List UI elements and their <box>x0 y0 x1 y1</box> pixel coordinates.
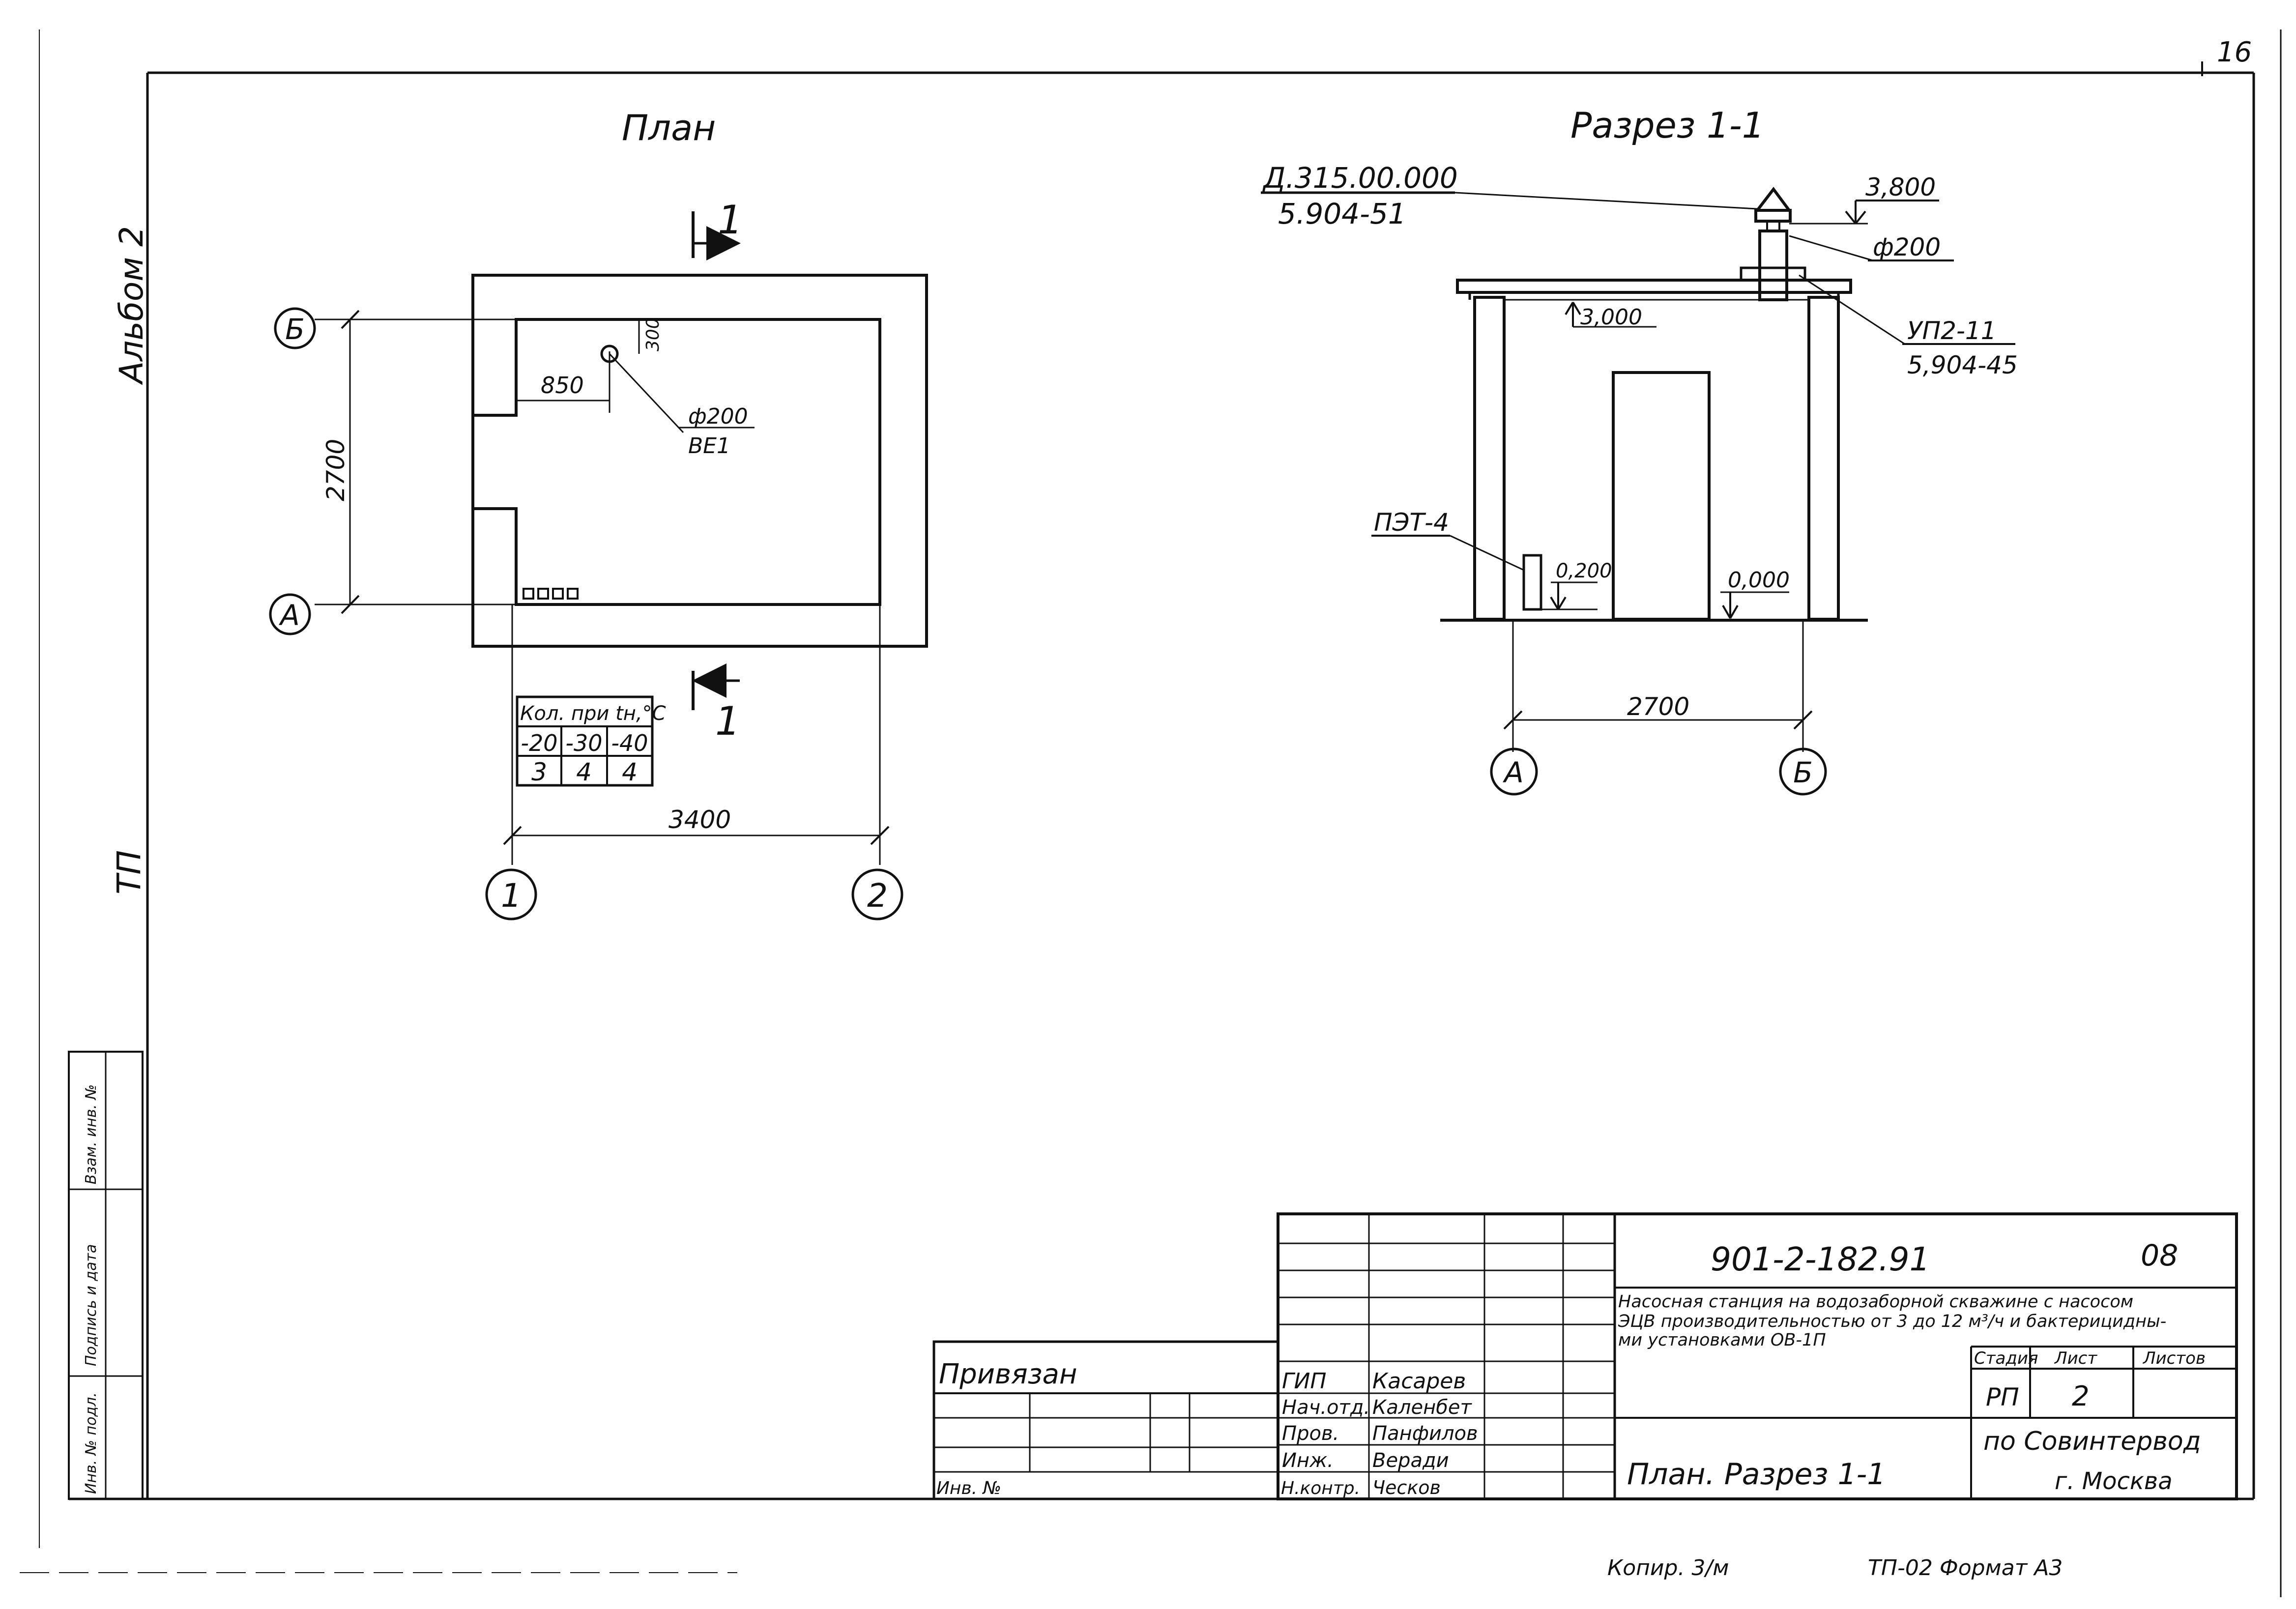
section-axis-b-bubble <box>1779 747 1827 796</box>
section-ref-series: 5.904-51 <box>1278 197 1406 230</box>
title-stage: РП <box>1986 1383 2019 1411</box>
title-doc-number: 901-2-182.91 <box>1711 1240 1930 1278</box>
section-axis-a-label: А <box>1502 756 1524 789</box>
title-name-5: Ческов <box>1372 1477 1441 1498</box>
title-sheet-name: План. Разрез 1-1 <box>1627 1457 1886 1492</box>
title-description-1: Насосная станция на водозаборной скважин… <box>1618 1292 2133 1312</box>
plan-axis-b-label: Б <box>285 313 305 346</box>
sheet-frame <box>20 29 2282 1597</box>
title-name-4: Веради <box>1372 1449 1449 1472</box>
section-heater <box>1522 554 1542 611</box>
heater-table-count-3: 4 <box>622 758 638 786</box>
title-role-nkontr: Н.контр. <box>1281 1478 1360 1498</box>
title-sheets-header: Листов <box>2142 1349 2206 1368</box>
section-building <box>1440 279 1868 622</box>
plan-dim-850: 850 <box>541 372 584 399</box>
title-stage-header: Стадия <box>1974 1349 2038 1368</box>
plan-section-cut-bottom <box>692 663 740 710</box>
side-stamp-replace: Взам. инв. № <box>83 1084 100 1184</box>
title-description-3: ми установками ОВ-1П <box>1618 1330 1826 1350</box>
section-elev-0200: 0,200 <box>1556 560 1612 582</box>
section-heater-leader <box>1450 535 1524 571</box>
title-name-1: Касарев <box>1372 1369 1466 1394</box>
title-inv-no: Инв. № <box>936 1478 1001 1498</box>
section-unit-series: 5,904-45 <box>1907 351 2018 379</box>
heater-table-temp-2: -30 <box>565 730 602 756</box>
section-elev-3000-mark <box>1565 301 1657 328</box>
plan-axis-lines <box>315 318 881 865</box>
heater-table-temp-3: -40 <box>611 730 648 756</box>
title-sheet-no: 2 <box>2072 1380 2090 1412</box>
section-dia-vent: ф200 <box>1873 233 1941 261</box>
bottom-copy-note: Копир. 3/м <box>1607 1555 1729 1580</box>
plan-axis-a-bubble <box>269 593 311 635</box>
section-unit-code: УП2-11 <box>1907 316 1997 345</box>
plan-pipe-dia: ф200 <box>688 404 748 429</box>
plan-axis-1-bubble <box>485 868 537 920</box>
plan-axis-2-bubble <box>851 868 903 920</box>
plan-axis-b-bubble <box>274 307 316 349</box>
section-unit-leader <box>1799 274 1905 345</box>
side-stamp <box>68 1051 144 1500</box>
corner-sheet-number: 16 <box>2217 36 2252 68</box>
title-description-2: ЭЦВ производительностью от 3 до 12 м³/ч … <box>1618 1312 2166 1331</box>
plan-pipe-leader <box>609 353 684 433</box>
title-city: г. Москва <box>2055 1467 2173 1495</box>
plan-pipe-circle <box>600 345 619 363</box>
plan-title: План <box>622 107 716 148</box>
title-role-prov: Пров. <box>1282 1422 1339 1445</box>
title-role-nach: Нач.отд. <box>1282 1396 1370 1419</box>
section-vent-pipe <box>1740 187 1806 301</box>
section-elev-0200-mark <box>1541 581 1598 610</box>
title-doc-suffix: 08 <box>2141 1238 2178 1273</box>
plan-walls <box>471 274 928 648</box>
title-name-2: Каленбет <box>1372 1396 1473 1419</box>
section-axis-a-bubble <box>1490 747 1538 796</box>
plan-dim-2700-line <box>341 310 360 614</box>
title-block-grid <box>932 1212 2238 1500</box>
title-sheet-header: Лист <box>2054 1349 2097 1368</box>
plan-dim-3400: 3400 <box>668 805 731 834</box>
side-stamp-inv: Инв. № подл. <box>83 1392 100 1494</box>
section-axis-lines <box>1503 620 1813 752</box>
title-privyazan: Привязан <box>939 1358 1077 1390</box>
section-dia-leader <box>1789 235 1873 261</box>
heater-table-count-1: 3 <box>531 758 547 786</box>
plan-section-mark-top: 1 <box>718 197 743 243</box>
plan-section-cut-top <box>692 211 741 260</box>
plan-axis-a-label: А <box>278 599 300 632</box>
plan-axis-2-label: 2 <box>867 877 888 915</box>
plan-axis-1-label: 1 <box>501 877 522 915</box>
plan-dim-3400-line <box>503 826 890 845</box>
title-name-3: Панфилов <box>1372 1422 1478 1445</box>
album-label: Альбом 2 <box>113 226 150 385</box>
section-heater-code: ПЭТ-4 <box>1374 508 1449 537</box>
plan-pipe-code: ВЕ1 <box>688 433 730 459</box>
section-ref-code: Д.315.00.000 <box>1262 161 1458 195</box>
title-role-gip: ГИП <box>1282 1369 1327 1394</box>
plan-dim-2700: 2700 <box>321 439 350 501</box>
heater-table-temp-1: -20 <box>521 730 557 756</box>
heater-table-count-2: 4 <box>576 758 592 786</box>
title-organization: по Совинтервод <box>1983 1427 2201 1456</box>
heater-table-header: Кол. при tн,°С <box>520 702 666 725</box>
title-role-inzh: Инж. <box>1282 1449 1334 1472</box>
plan-dim-300: 300 <box>643 317 663 351</box>
section-elev-3000: 3,000 <box>1580 305 1642 330</box>
section-elev-3800-mark <box>1789 200 1939 225</box>
section-elev-0000-mark <box>1720 591 1789 619</box>
section-dim-2700: 2700 <box>1627 692 1689 721</box>
side-stamp-sign: Подпись и дата <box>83 1244 100 1367</box>
section-elev-0000: 0,000 <box>1728 568 1790 593</box>
plan-heaters <box>523 588 579 600</box>
section-title: Разрез 1-1 <box>1570 105 1765 146</box>
section-elev-3800: 3,800 <box>1865 173 1936 201</box>
section-axis-b-label: Б <box>1793 756 1813 789</box>
section-ref-leader <box>1454 192 1758 210</box>
plan-heater-table <box>516 695 654 787</box>
plan-section-mark-bottom: 1 <box>715 698 740 744</box>
bottom-format-note: ТП-02 Формат А3 <box>1868 1555 2063 1580</box>
tp-mark: ТП <box>110 850 148 894</box>
